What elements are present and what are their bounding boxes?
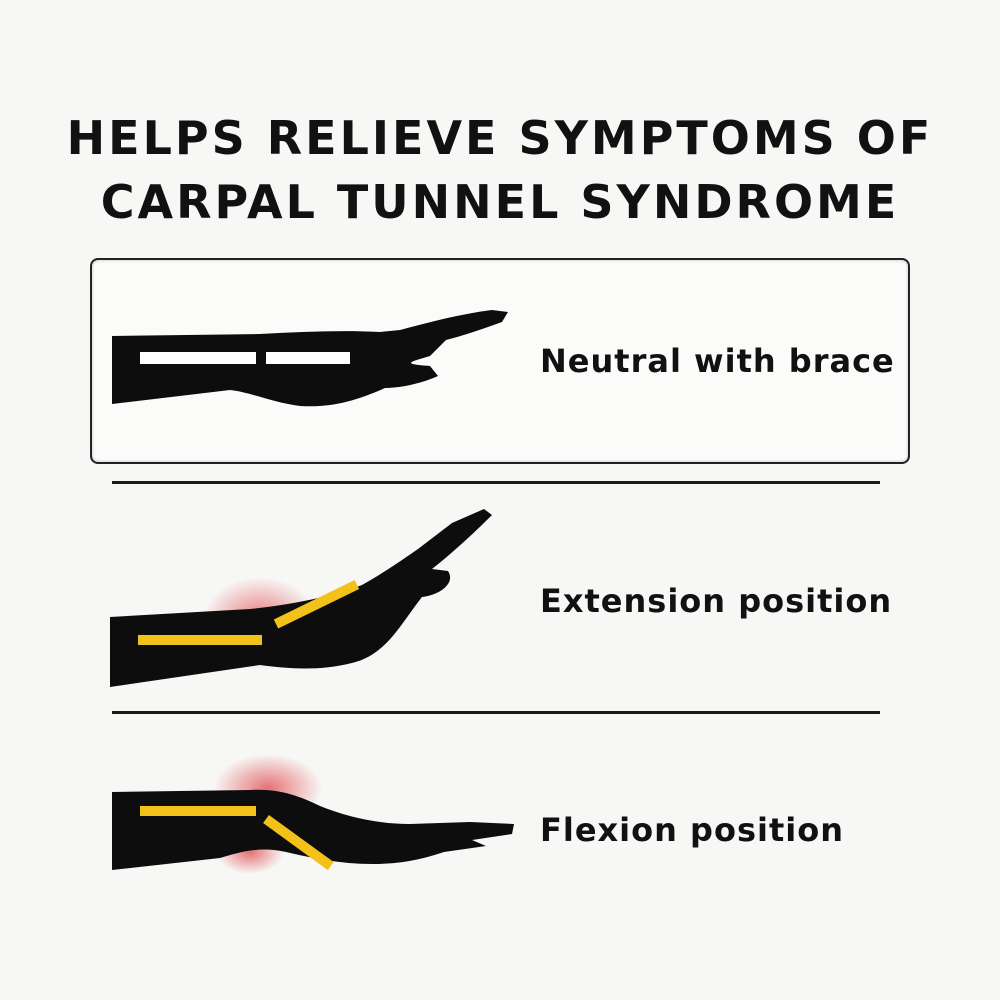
nerve-line-hand	[273, 580, 360, 629]
headline-line-1: HELPS RELIEVE SYMPTOMS OF	[66, 111, 934, 165]
arm-flexion-icon	[112, 754, 514, 874]
nerve-line-forearm	[138, 635, 262, 645]
arm-extension-icon	[110, 509, 492, 687]
nerve-line-forearm	[140, 806, 256, 816]
headline-line-2: CARPAL TUNNEL SYNDROME	[100, 175, 900, 229]
divider-2	[112, 711, 880, 714]
flexion-position-label: Flexion position	[540, 811, 844, 849]
headline: HELPS RELIEVE SYMPTOMS OF CARPAL TUNNEL …	[0, 106, 1000, 234]
neutral-with-brace-label: Neutral with brace	[540, 342, 895, 380]
brace-splint-left	[140, 352, 256, 364]
brace-splint-right	[266, 352, 350, 364]
extension-position-label: Extension position	[540, 582, 893, 620]
divider-1	[112, 481, 880, 484]
arm-neutral-brace-icon	[112, 310, 508, 407]
nerve-line-hand	[263, 814, 334, 871]
